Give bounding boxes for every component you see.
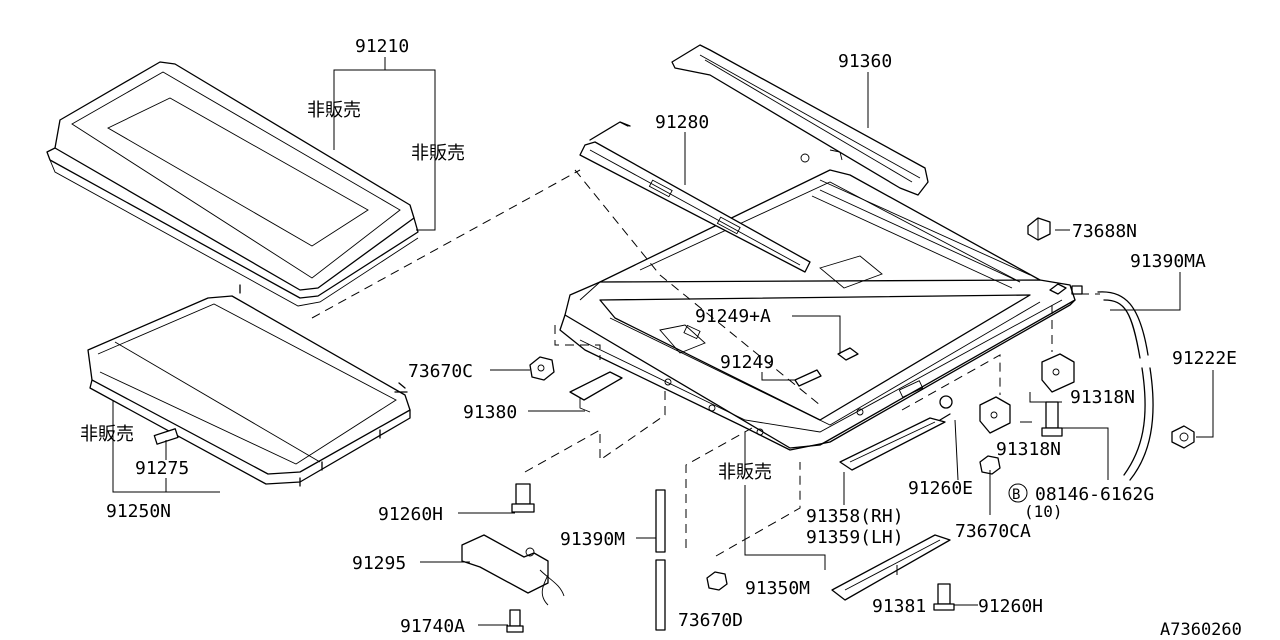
label-91260h-1: 91260H bbox=[378, 504, 443, 525]
label-73688n: 73688N bbox=[1072, 221, 1137, 242]
label-73670d: 73670D bbox=[678, 610, 743, 631]
nut-73670ca-part[interactable] bbox=[979, 455, 1001, 475]
label-91350m: 91350M bbox=[745, 578, 810, 599]
label-91740a: 91740A bbox=[400, 616, 465, 637]
nut-73670d-part[interactable] bbox=[706, 571, 728, 591]
bolt-08146-part[interactable] bbox=[1041, 401, 1063, 437]
drain-hose-front-part[interactable] bbox=[1097, 291, 1154, 481]
label-91381: 91381 bbox=[872, 596, 926, 617]
label-08146-6162g: 08146-6162G bbox=[1035, 484, 1154, 505]
label-91318n-1: 91318N bbox=[1070, 387, 1135, 408]
motor-91295-part[interactable] bbox=[461, 534, 565, 606]
assembly-dashed-lines bbox=[311, 169, 1100, 557]
label-91360: 91360 bbox=[838, 51, 892, 72]
stopper-91260h-left-part[interactable] bbox=[511, 483, 535, 513]
label-not-sold-shade: 非販売 bbox=[80, 424, 134, 445]
label-91318n-2: 91318N bbox=[996, 439, 1061, 460]
label-91222e: 91222E bbox=[1172, 348, 1237, 369]
label-91260e: 91260E bbox=[908, 478, 973, 499]
label-bolt-qty: (10) bbox=[1024, 502, 1063, 521]
bracket-91318n-lower-part[interactable] bbox=[979, 396, 1011, 434]
label-91210: 91210 bbox=[355, 36, 409, 57]
label-91390ma: 91390MA bbox=[1130, 251, 1206, 272]
nut-73670c-part[interactable] bbox=[529, 356, 555, 381]
label-91249: 91249 bbox=[720, 352, 774, 373]
drain-hose-rear-part[interactable] bbox=[655, 489, 666, 631]
clip-73688n-part[interactable] bbox=[1027, 217, 1051, 241]
link-91249a-part[interactable] bbox=[837, 347, 859, 361]
label-91390m: 91390M bbox=[560, 529, 625, 550]
label-91295: 91295 bbox=[352, 553, 406, 574]
label-91380: 91380 bbox=[463, 402, 517, 423]
leader-lines bbox=[112, 57, 1214, 626]
label-not-sold-glass-2: 非販売 bbox=[411, 143, 465, 164]
label-73670ca: 73670CA bbox=[955, 521, 1031, 542]
label-not-sold-glass-1: 非販売 bbox=[307, 100, 361, 121]
sunshade-part[interactable] bbox=[87, 284, 411, 487]
bolt-symbol: B bbox=[1012, 487, 1020, 503]
label-91249a: 91249+A bbox=[695, 306, 771, 327]
stopper-91260e-part[interactable] bbox=[939, 395, 953, 409]
label-91280: 91280 bbox=[655, 112, 709, 133]
label-91260h-2: 91260H bbox=[978, 596, 1043, 617]
label-91250n: 91250N bbox=[106, 501, 171, 522]
link-91249-part[interactable] bbox=[794, 369, 822, 387]
label-91358: 91358(RH) bbox=[806, 506, 904, 527]
rail-91358-91359-part[interactable] bbox=[839, 413, 951, 471]
glass-lid-part[interactable] bbox=[46, 61, 419, 307]
label-91359: 91359(LH) bbox=[806, 527, 904, 548]
label-91275: 91275 bbox=[135, 458, 189, 479]
deflector-part[interactable] bbox=[579, 121, 843, 273]
bracket-91381-part[interactable] bbox=[831, 534, 951, 601]
sunroof-frame-part[interactable] bbox=[559, 169, 1083, 451]
bolt-91740a-part[interactable] bbox=[506, 609, 524, 633]
bolt-circle-icon bbox=[1008, 483, 1028, 503]
bracket-91318n-upper-part[interactable] bbox=[1041, 353, 1075, 393]
stopper-91260h-lower-part[interactable] bbox=[933, 583, 955, 611]
grommet-91222e-part[interactable] bbox=[1171, 425, 1195, 449]
bracket-91380-part[interactable] bbox=[569, 371, 623, 413]
label-73670c: 73670C bbox=[408, 361, 473, 382]
label-not-sold-rails: 非販売 bbox=[718, 462, 772, 483]
wind-deflector-part[interactable] bbox=[671, 44, 929, 196]
diagram-id: A7360260 bbox=[1160, 620, 1242, 640]
